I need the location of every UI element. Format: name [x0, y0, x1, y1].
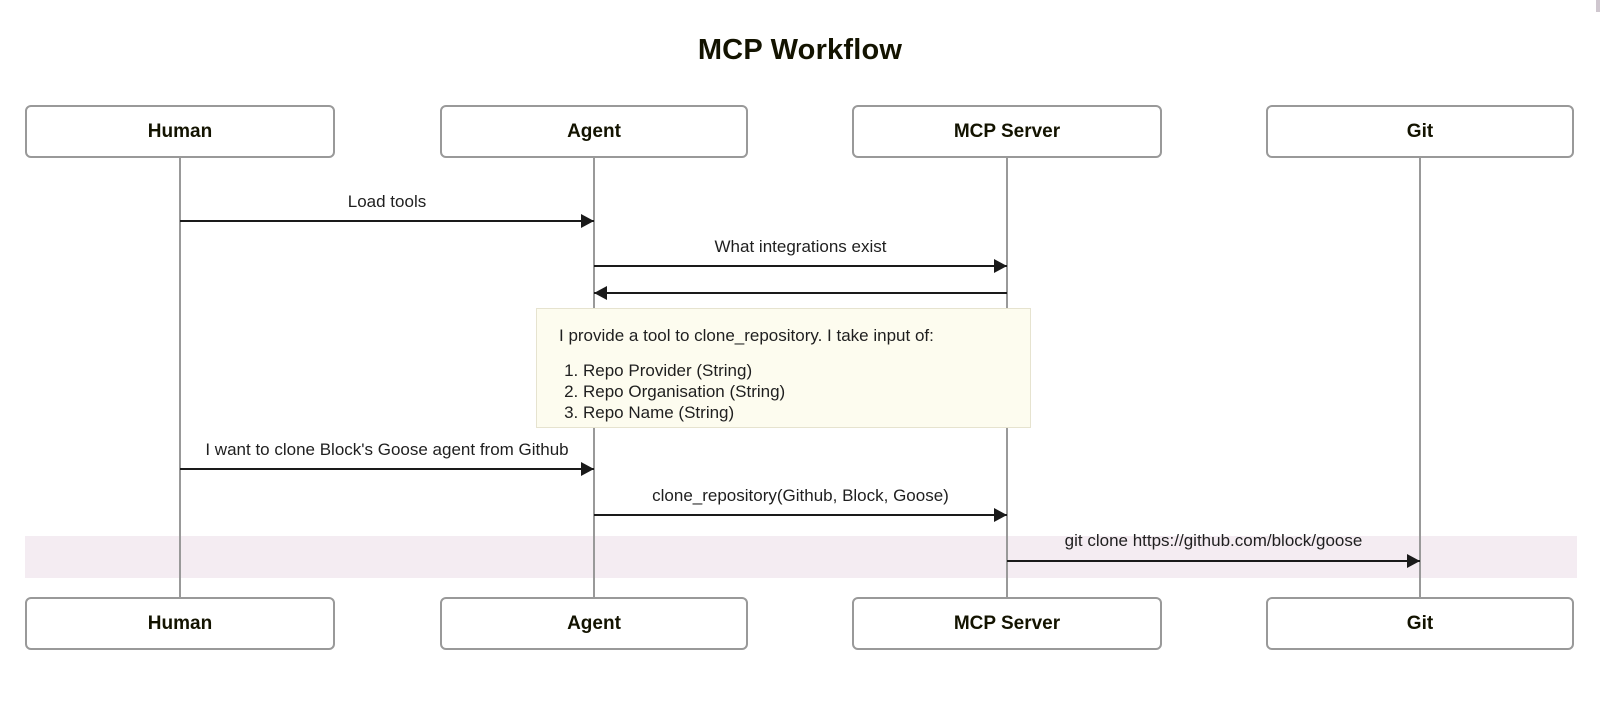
actor-box-agent-top[interactable]: Agent [440, 105, 748, 158]
actor-box-git-bottom[interactable]: Git [1266, 597, 1574, 650]
message-line-m3 [594, 292, 1007, 294]
arrow-head-m1 [581, 214, 594, 228]
actor-label-git-top: Git [1406, 120, 1434, 142]
message-label-m5: clone_repository(Github, Block, Goose) [652, 486, 949, 505]
note-item-list: Repo Provider (String)Repo Organisation … [559, 360, 1008, 423]
actor-box-human-bottom[interactable]: Human [25, 597, 335, 650]
actor-label-mcpserver-bottom: MCP Server [953, 612, 1061, 634]
arrow-head-m3 [594, 286, 607, 300]
arrow-head-m6 [1407, 554, 1420, 568]
message-label-m4: I want to clone Block's Goose agent from… [205, 440, 569, 459]
message-line-m6 [1007, 560, 1420, 562]
actor-box-git-top[interactable]: Git [1266, 105, 1574, 158]
actor-label-human-top: Human [147, 120, 213, 142]
message-line-m5 [594, 514, 1007, 516]
actor-box-mcpserver-bottom[interactable]: MCP Server [852, 597, 1162, 650]
highlight-band [25, 536, 1577, 578]
actor-label-agent-top: Agent [567, 120, 621, 142]
note-box: I provide a tool to clone_repository. I … [536, 308, 1031, 428]
message-label-m2: What integrations exist [714, 237, 887, 256]
actor-label-git-bottom: Git [1406, 612, 1434, 634]
actor-label-human-bottom: Human [147, 612, 213, 634]
actor-box-mcpserver-top[interactable]: MCP Server [852, 105, 1162, 158]
actor-label-mcpserver-top: MCP Server [953, 120, 1061, 142]
actor-label-agent-bottom: Agent [567, 612, 621, 634]
message-line-m1 [180, 220, 594, 222]
scrollbar-corner-mark [1596, 0, 1600, 12]
note-item-2: Repo Organisation (String) [583, 381, 1008, 402]
note-heading: I provide a tool to clone_repository. I … [559, 326, 934, 345]
message-label-m6: git clone https://github.com/block/goose [1064, 531, 1363, 550]
lifeline-human [179, 158, 181, 597]
note-item-1: Repo Provider (String) [583, 360, 1008, 381]
lifeline-git [1419, 158, 1421, 597]
message-label-m1: Load tools [347, 192, 427, 211]
arrow-head-m4 [581, 462, 594, 476]
message-line-m2 [594, 265, 1007, 267]
actor-box-agent-bottom[interactable]: Agent [440, 597, 748, 650]
actor-box-human-top[interactable]: Human [25, 105, 335, 158]
arrow-head-m2 [994, 259, 1007, 273]
note-item-3: Repo Name (String) [583, 402, 1008, 423]
page-title: MCP Workflow [697, 34, 903, 66]
arrow-head-m5 [994, 508, 1007, 522]
message-line-m4 [180, 468, 594, 470]
